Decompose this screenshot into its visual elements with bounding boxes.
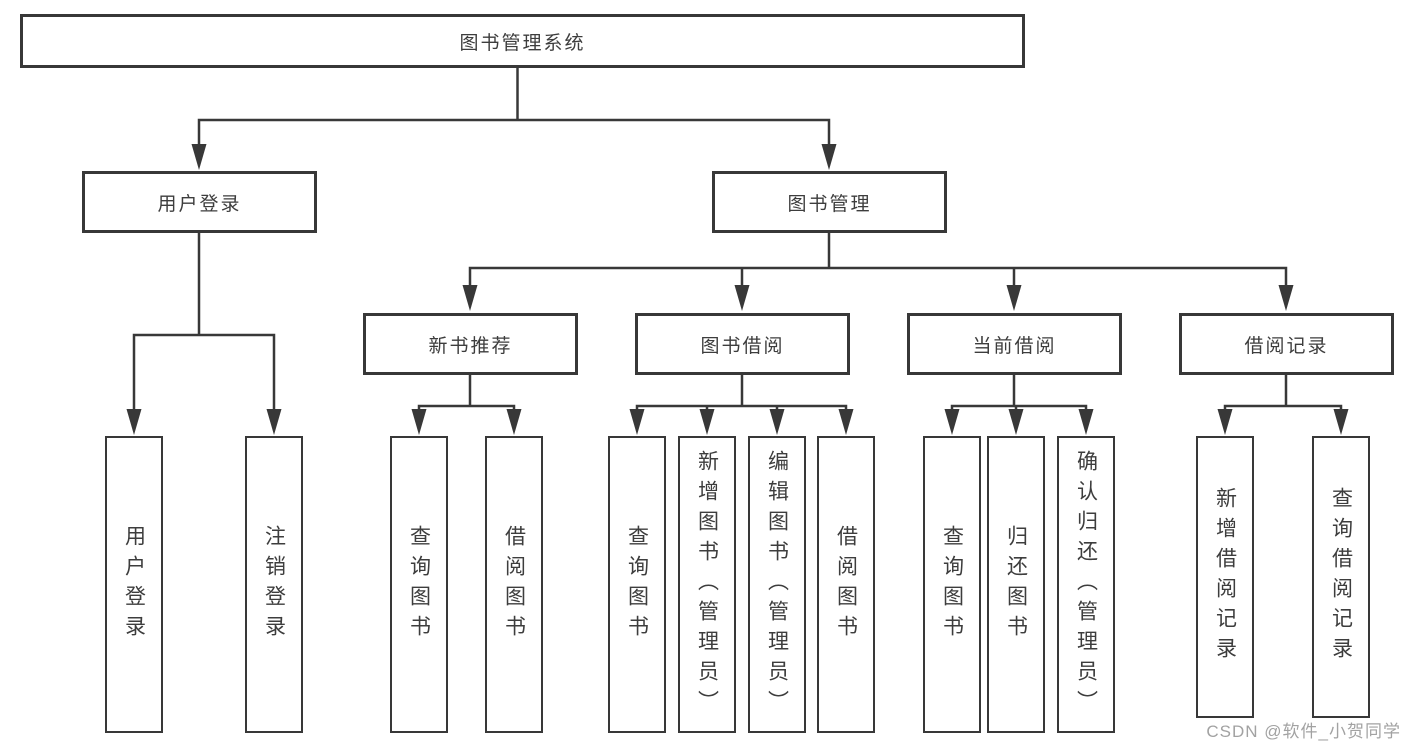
csdn-watermark: CSDN @软件_小贺同学 <box>1206 722 1401 741</box>
leaf-add-borrow-record: 新增借阅记录 <box>1196 436 1254 718</box>
node-new-book-recommend: 新书推荐 <box>363 313 578 375</box>
leaf-logout-login: 注销登录 <box>245 436 303 733</box>
leaf-user-login: 用户登录 <box>105 436 163 733</box>
edge-new-book-recommend <box>411 375 522 435</box>
leaf-query-books-borrow: 查询图书 <box>608 436 666 733</box>
leaf-borrow-books: 借阅图书 <box>817 436 875 733</box>
node-current-borrow: 当前借阅 <box>907 313 1122 375</box>
node-user-login: 用户登录 <box>82 171 317 233</box>
node-root: 图书管理系统 <box>20 14 1025 68</box>
leaf-query-books-recommend: 查询图书 <box>390 436 448 733</box>
leaf-query-borrow-record: 查询借阅记录 <box>1312 436 1370 718</box>
edge-borrow-records <box>1217 375 1349 435</box>
edge-root <box>191 68 837 170</box>
node-book-management: 图书管理 <box>712 171 947 233</box>
node-book-borrow: 图书借阅 <box>635 313 850 375</box>
leaf-confirm-return-admin: 确认归还（管理员） <box>1057 436 1115 733</box>
edge-book-borrow <box>629 375 854 435</box>
node-borrow-records: 借阅记录 <box>1179 313 1394 375</box>
leaf-return-books: 归还图书 <box>987 436 1045 733</box>
edge-current-borrow <box>944 375 1094 435</box>
leaf-add-book-admin: 新增图书（管理员） <box>678 436 736 733</box>
leaf-query-books-current: 查询图书 <box>923 436 981 733</box>
edge-user-login <box>126 233 282 435</box>
leaf-borrow-books-recommend: 借阅图书 <box>485 436 543 733</box>
leaf-edit-book-admin: 编辑图书（管理员） <box>748 436 806 733</box>
edge-book-management <box>462 233 1294 311</box>
